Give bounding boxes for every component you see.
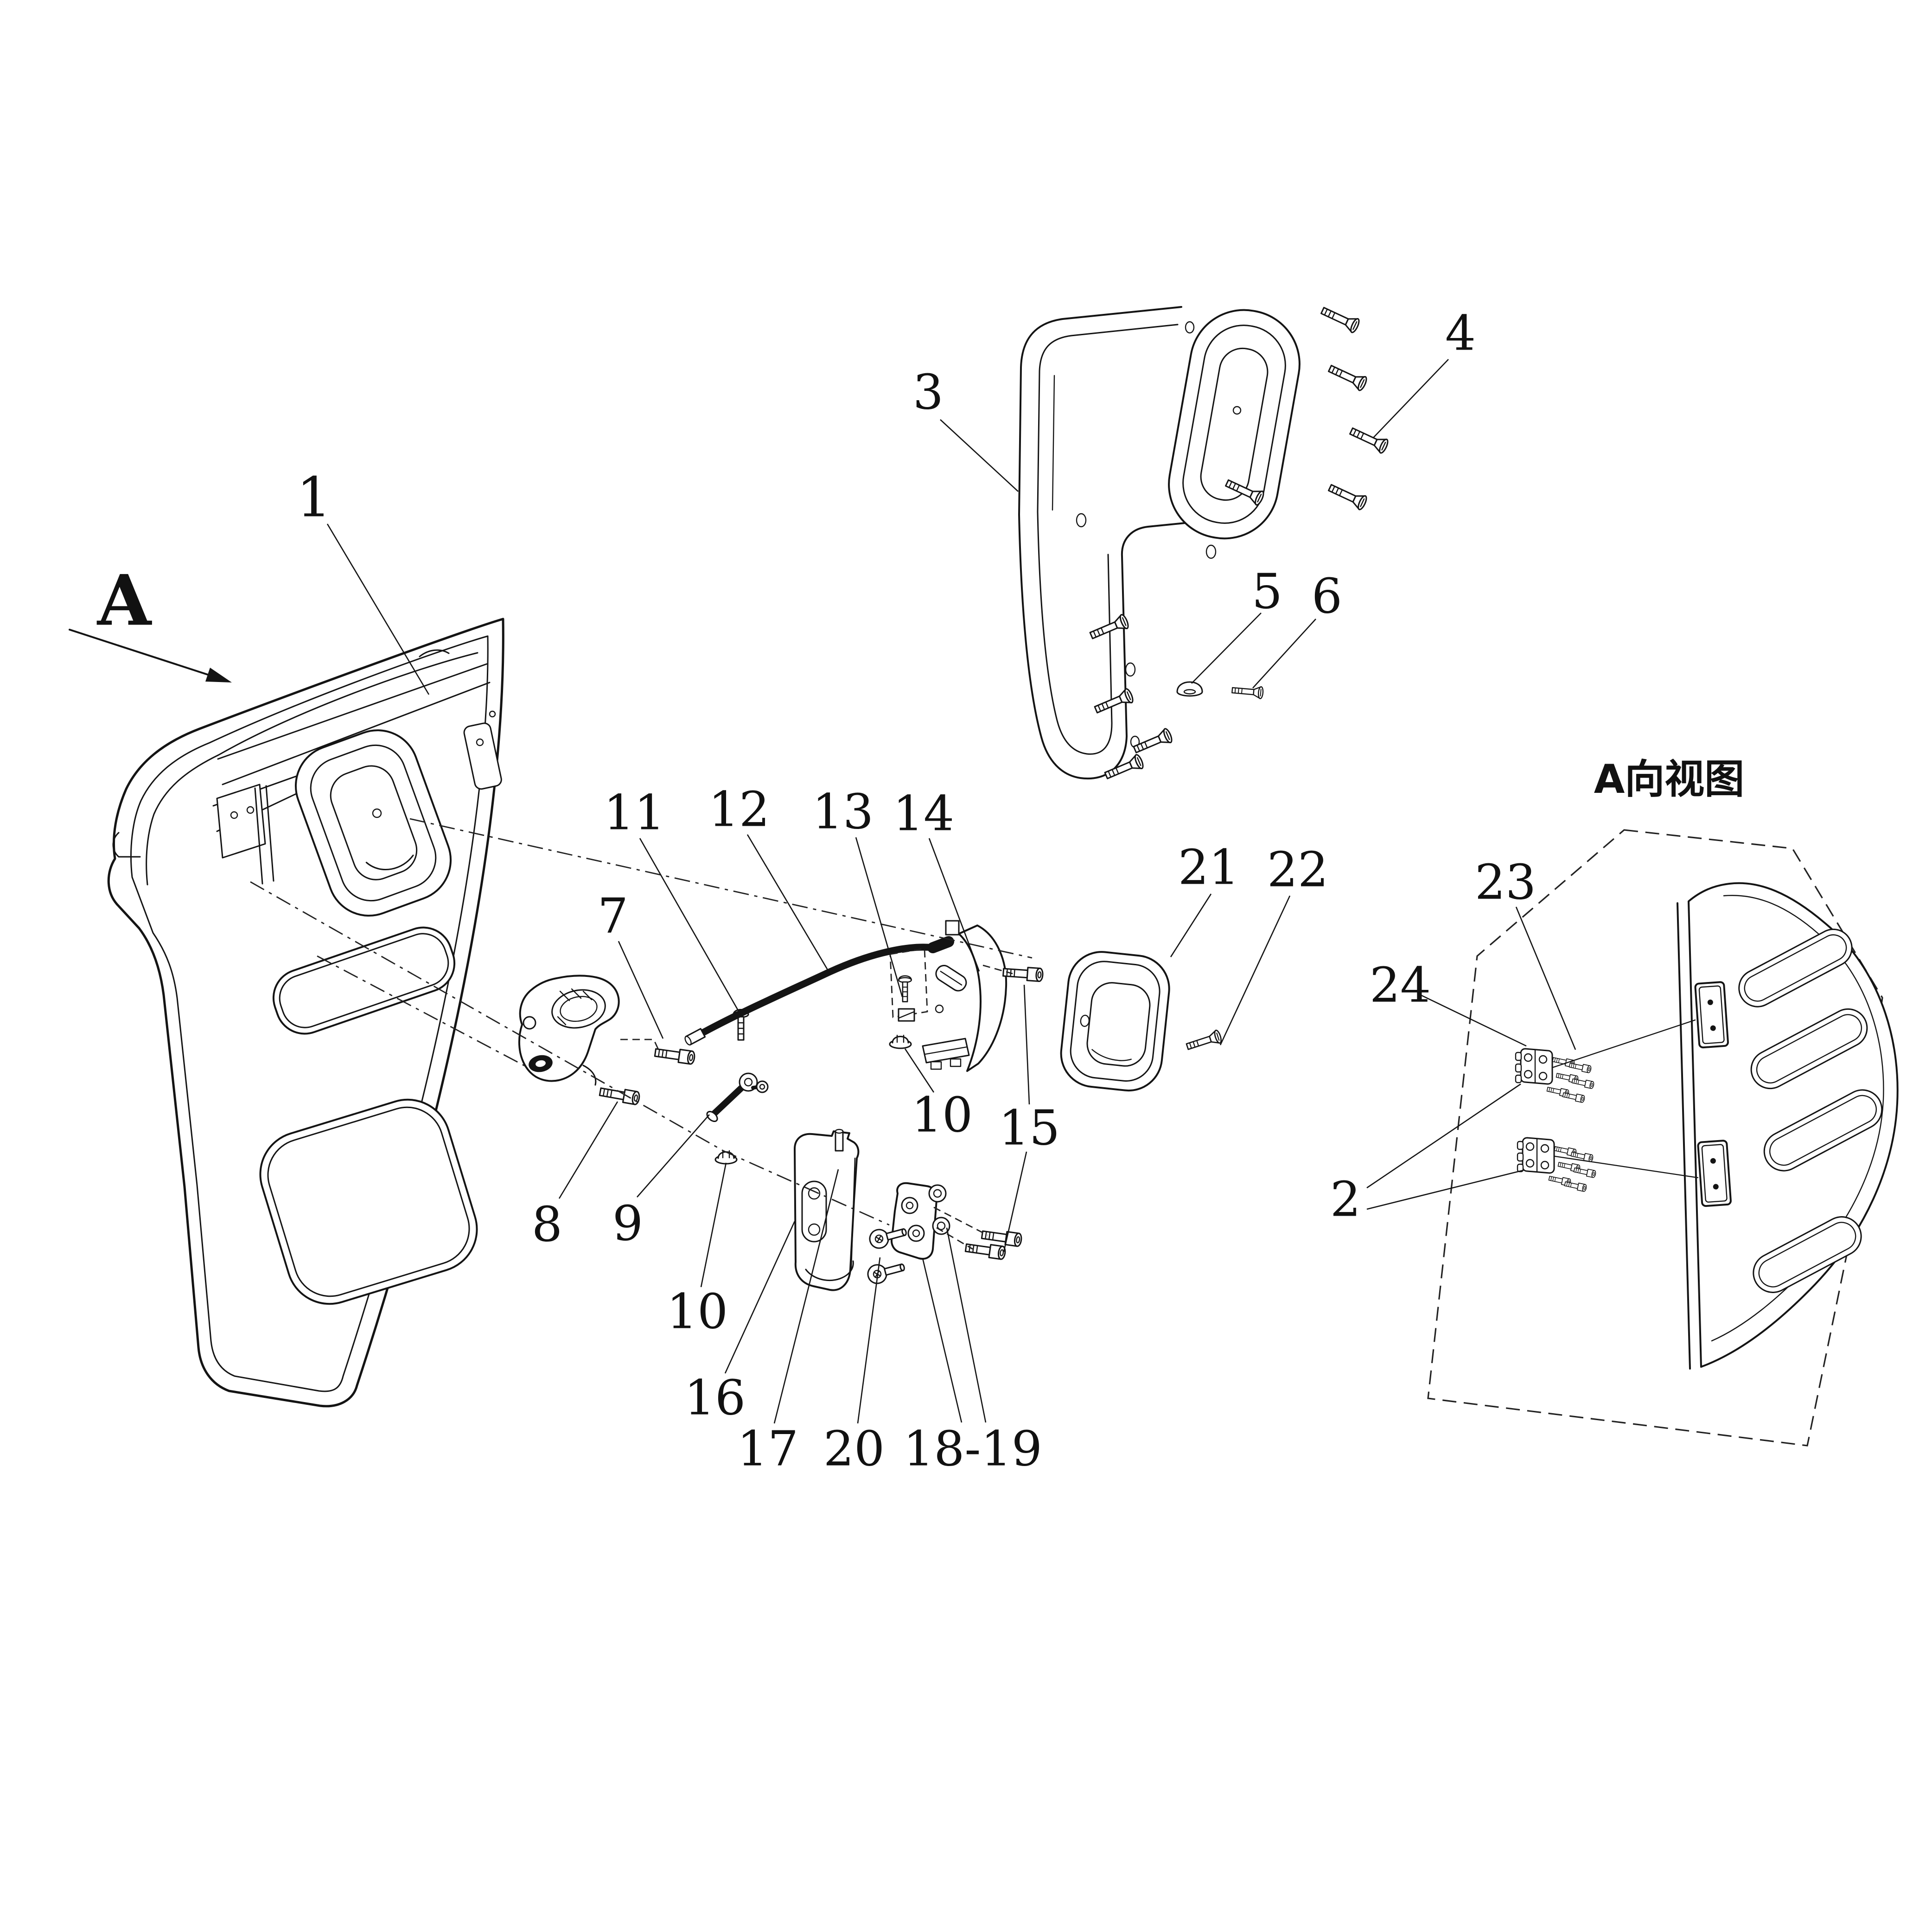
hinge-screws-part23 [1546, 1055, 1597, 1192]
crank-lever-part9 [706, 1072, 769, 1122]
door-upper-pocket [294, 729, 452, 917]
callout-23: 23 [1475, 854, 1536, 910]
callout-5: 5 [1252, 563, 1282, 619]
callout-1: 1 [296, 465, 331, 529]
callout-7: 7 [598, 887, 628, 944]
view-arrow-label: A [96, 560, 153, 642]
door-inner-panel [107, 618, 504, 1408]
screw-icon [1326, 361, 1369, 392]
screw-icon [1103, 753, 1145, 783]
door-outer-panel [1677, 882, 1899, 1370]
screw-part6 [1231, 683, 1264, 700]
callout-3: 3 [913, 363, 944, 420]
door-bottom-opening [259, 1098, 478, 1305]
door-latch-part16-17 [794, 1129, 860, 1291]
striker-part18-19 [891, 1182, 950, 1260]
callout-8: 8 [532, 1196, 562, 1252]
callout-14: 14 [893, 785, 954, 842]
nut-part10 [889, 1034, 912, 1049]
bolt-part20 [865, 1257, 907, 1286]
callout-9: 9 [612, 1195, 643, 1251]
bolt-part15 [980, 1227, 1023, 1248]
screw-icon [1092, 687, 1135, 717]
callout-10: 10 [912, 1086, 973, 1143]
bolt-part15 [964, 1240, 1007, 1261]
callout-10: 10 [667, 1283, 728, 1339]
cable-clip-part13 [889, 948, 928, 1022]
screw-icon [1326, 480, 1369, 511]
grommet-part5 [1176, 681, 1203, 697]
callout-16: 16 [684, 1369, 746, 1426]
screw-icon [1347, 423, 1390, 455]
screw-icon [1319, 303, 1361, 334]
callout-20: 20 [823, 1420, 885, 1477]
callout-18-19: 18-19 [903, 1420, 1042, 1477]
screw-icon [1131, 727, 1174, 757]
callout-13: 13 [812, 783, 874, 840]
bolt-part8 [653, 1045, 696, 1065]
callout-12: 12 [708, 781, 770, 837]
bolt-part8 [598, 1084, 641, 1106]
hinge-part24 [1517, 1137, 1555, 1174]
callout-4: 4 [1445, 305, 1476, 361]
callout-6: 6 [1312, 567, 1342, 624]
callout-24: 24 [1370, 956, 1431, 1013]
callout-17: 17 [737, 1420, 798, 1477]
leader-lines [326, 359, 1576, 1424]
construction-lines [250, 818, 1033, 1250]
section-title: A向视图 [1594, 756, 1745, 803]
handle-bezel-part21 [1060, 951, 1170, 1092]
handle-bracket-part7 [518, 975, 620, 1086]
callout-11: 11 [604, 784, 665, 841]
callout-22: 22 [1267, 841, 1328, 898]
release-cable-part12 [684, 936, 954, 1046]
inner-handle-part14 [922, 920, 1007, 1072]
view-direction-arrow [69, 629, 232, 682]
callout-2: 2 [1330, 1171, 1361, 1227]
hinge-part24 [1515, 1048, 1553, 1085]
view-a-section [1427, 829, 1899, 1447]
bolt-part15 [1002, 965, 1044, 982]
callout-21: 21 [1178, 839, 1239, 895]
callout-15: 15 [999, 1099, 1060, 1156]
screw-part22 [1185, 1029, 1223, 1054]
trim-panel-part3 [1018, 306, 1301, 780]
